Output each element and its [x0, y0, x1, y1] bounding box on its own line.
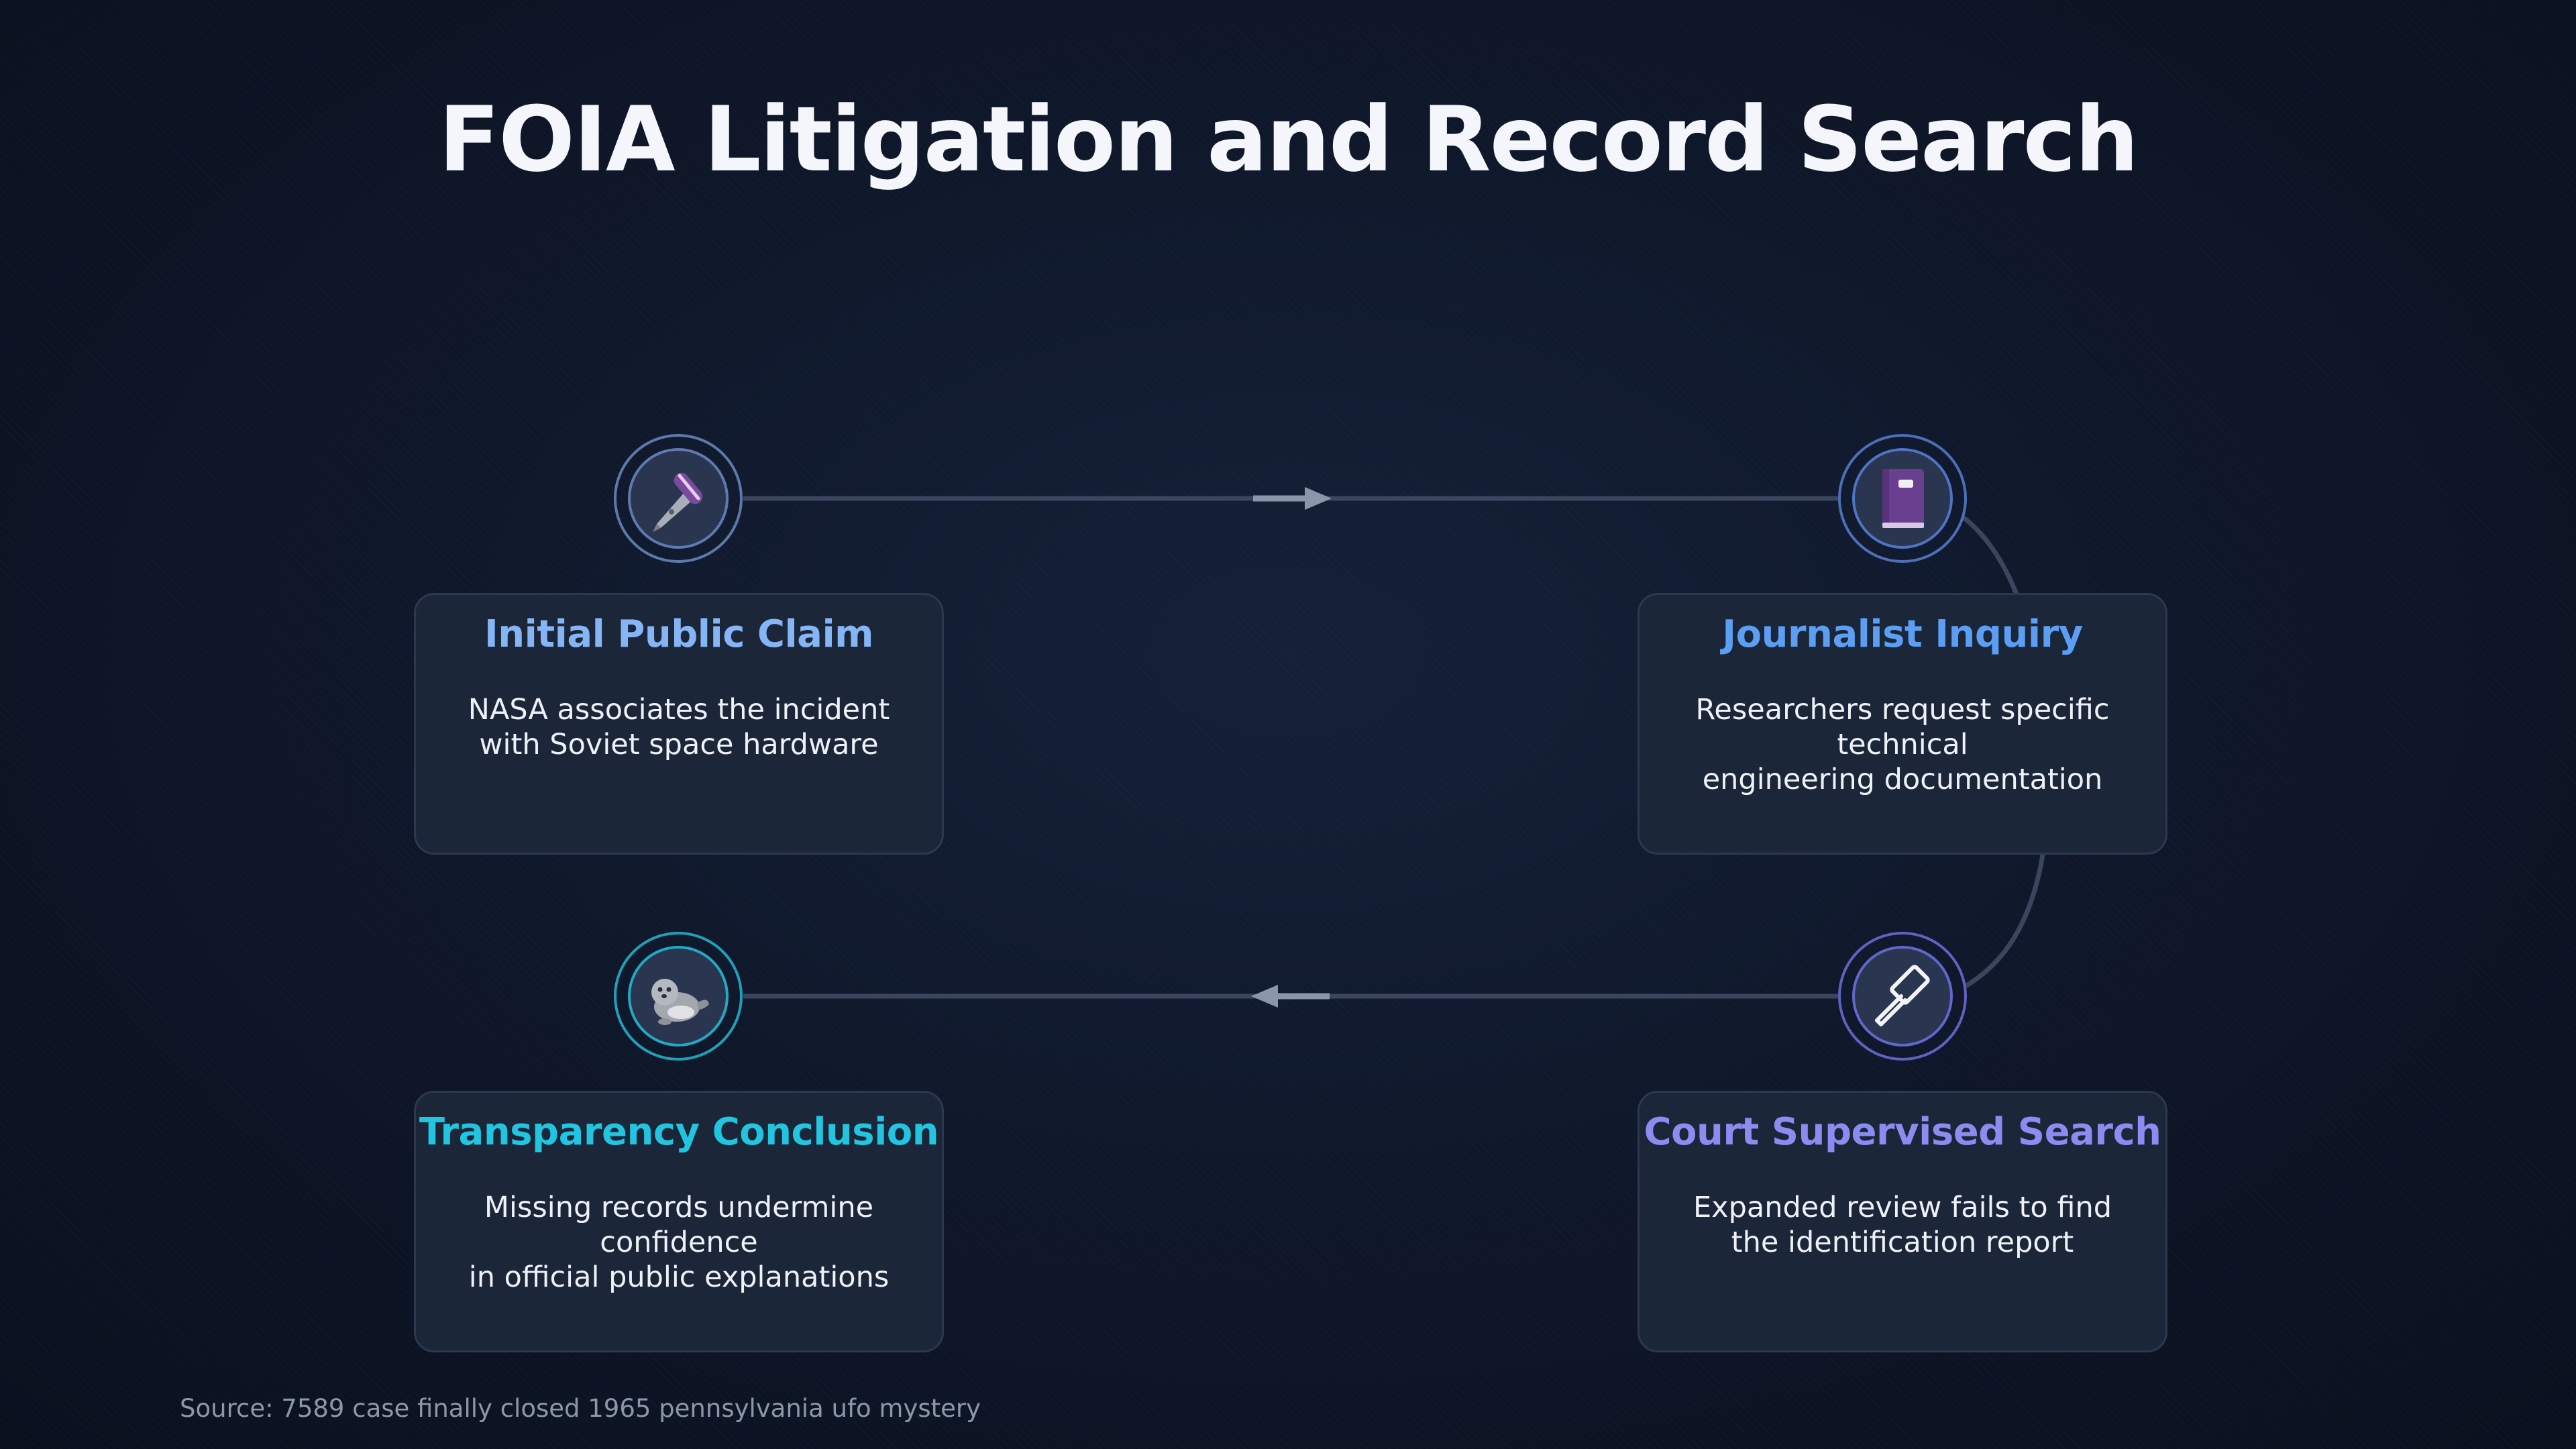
- arrow-right: [1253, 487, 1332, 510]
- step-title: Journalist Inquiry: [1722, 612, 2083, 656]
- step-title: Initial Public Claim: [484, 612, 874, 656]
- step-card-4: Transparency Conclusion Missing records …: [414, 1091, 944, 1352]
- step-node-2: [1838, 434, 1967, 563]
- step-description: Expanded review fails to find the identi…: [1693, 1191, 2112, 1259]
- seal-icon: [651, 979, 709, 1025]
- step-card-2: Journalist Inquiry Researchers request s…: [1638, 593, 2167, 855]
- step-title: Transparency Conclusion: [419, 1110, 939, 1154]
- step-node-4: [614, 932, 743, 1061]
- step-node-3: [1838, 932, 1967, 1061]
- step-description: Researchers request specific technical e…: [1695, 693, 2110, 796]
- arrow-left: [1251, 985, 1330, 1008]
- page-title: FOIA Litigation and Record Search: [438, 87, 2139, 192]
- step-description: Missing records undermine confidence in …: [468, 1191, 890, 1294]
- step-card-3: Court Supervised Search Expanded review …: [1638, 1091, 2167, 1352]
- book-icon: [1882, 469, 1924, 528]
- step-node-1: [614, 434, 743, 563]
- step-title: Court Supervised Search: [1644, 1110, 2161, 1154]
- source-caption: Source: 7589 case finally closed 1965 pe…: [180, 1394, 981, 1423]
- microphone-icon: [653, 472, 703, 532]
- gavel-icon: [1875, 965, 1930, 1026]
- step-description: NASA associates the incident with Soviet…: [468, 693, 890, 761]
- step-card-1: Initial Public Claim NASA associates the…: [414, 593, 944, 855]
